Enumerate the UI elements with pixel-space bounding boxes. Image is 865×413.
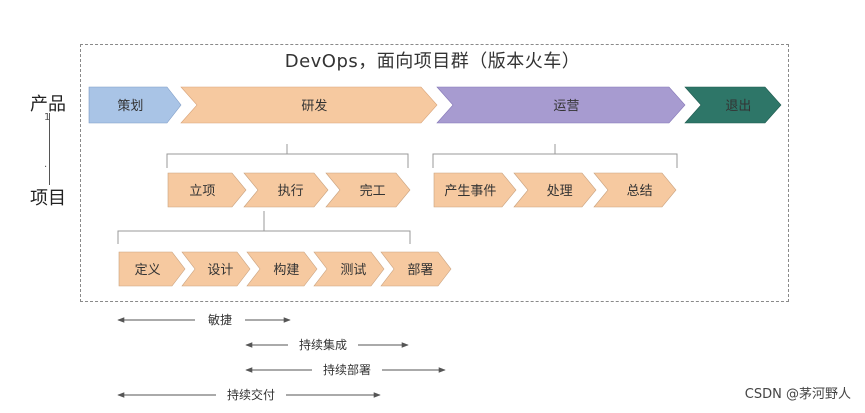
dev-step-1-label: 定义: [135, 263, 161, 278]
span-label-delivery: 持续交付: [227, 387, 275, 402]
product-stage-1-label: 策划: [117, 98, 143, 114]
dev-step-2-label: 设计: [207, 263, 233, 278]
product-stage-3-shape: [436, 86, 686, 124]
product-label: 产品: [30, 94, 66, 115]
product-stage-4-label: 退出: [725, 99, 751, 114]
span-label-agile: 敏捷: [208, 312, 232, 327]
project-phase-2-shape: [243, 172, 329, 208]
product-stage-4-shape: [684, 86, 782, 124]
product-stage-1-shape: [88, 86, 182, 124]
project-phase-5-shape: [513, 172, 597, 208]
project-phase-6-shape: [593, 172, 677, 208]
diagram-frame: [80, 44, 789, 302]
dev-step-5-label: 部署: [407, 263, 433, 278]
dev-step-4-shape: [313, 251, 385, 287]
project-phase-2-label: 执行: [278, 184, 304, 199]
project-phase-1-label: 立项: [189, 184, 215, 199]
side-mark-bottom: ·: [44, 162, 48, 173]
dev-step-5-shape: [380, 251, 452, 287]
span-label-cd: 持续部署: [323, 362, 371, 377]
dev-step-3-shape: [246, 251, 318, 287]
diagram-title: DevOps，面向项目群（版本火车）: [284, 51, 581, 72]
brace-ops: [432, 144, 678, 168]
project-phase-3-label: 完工: [360, 184, 386, 199]
project-phase-1-shape: [167, 172, 247, 208]
project-phase-3-shape: [325, 172, 411, 208]
dev-step-4-label: 测试: [340, 263, 366, 278]
side-mark-top: 1: [44, 112, 51, 123]
brace-dev: [166, 144, 409, 168]
project-phase-6-label: 总结: [627, 184, 653, 199]
project-phase-4-shape: [433, 172, 517, 208]
project-phase-4-label: 产生事件: [444, 184, 496, 199]
brace-steps: [117, 211, 411, 244]
project-phase-5-label: 处理: [547, 184, 573, 199]
side-connector-line: [49, 113, 50, 185]
dev-step-3-label: 构建: [273, 263, 299, 278]
project-label: 项目: [30, 188, 66, 209]
watermark: CSDN @茅河野人: [744, 387, 851, 402]
product-stage-2-label: 研发: [301, 98, 327, 114]
dev-step-2-shape: [181, 251, 251, 287]
product-stage-3-label: 运营: [553, 99, 579, 114]
dev-step-1-shape: [118, 251, 186, 287]
product-stage-2-shape: [180, 86, 438, 124]
span-label-ci: 持续集成: [299, 337, 347, 352]
